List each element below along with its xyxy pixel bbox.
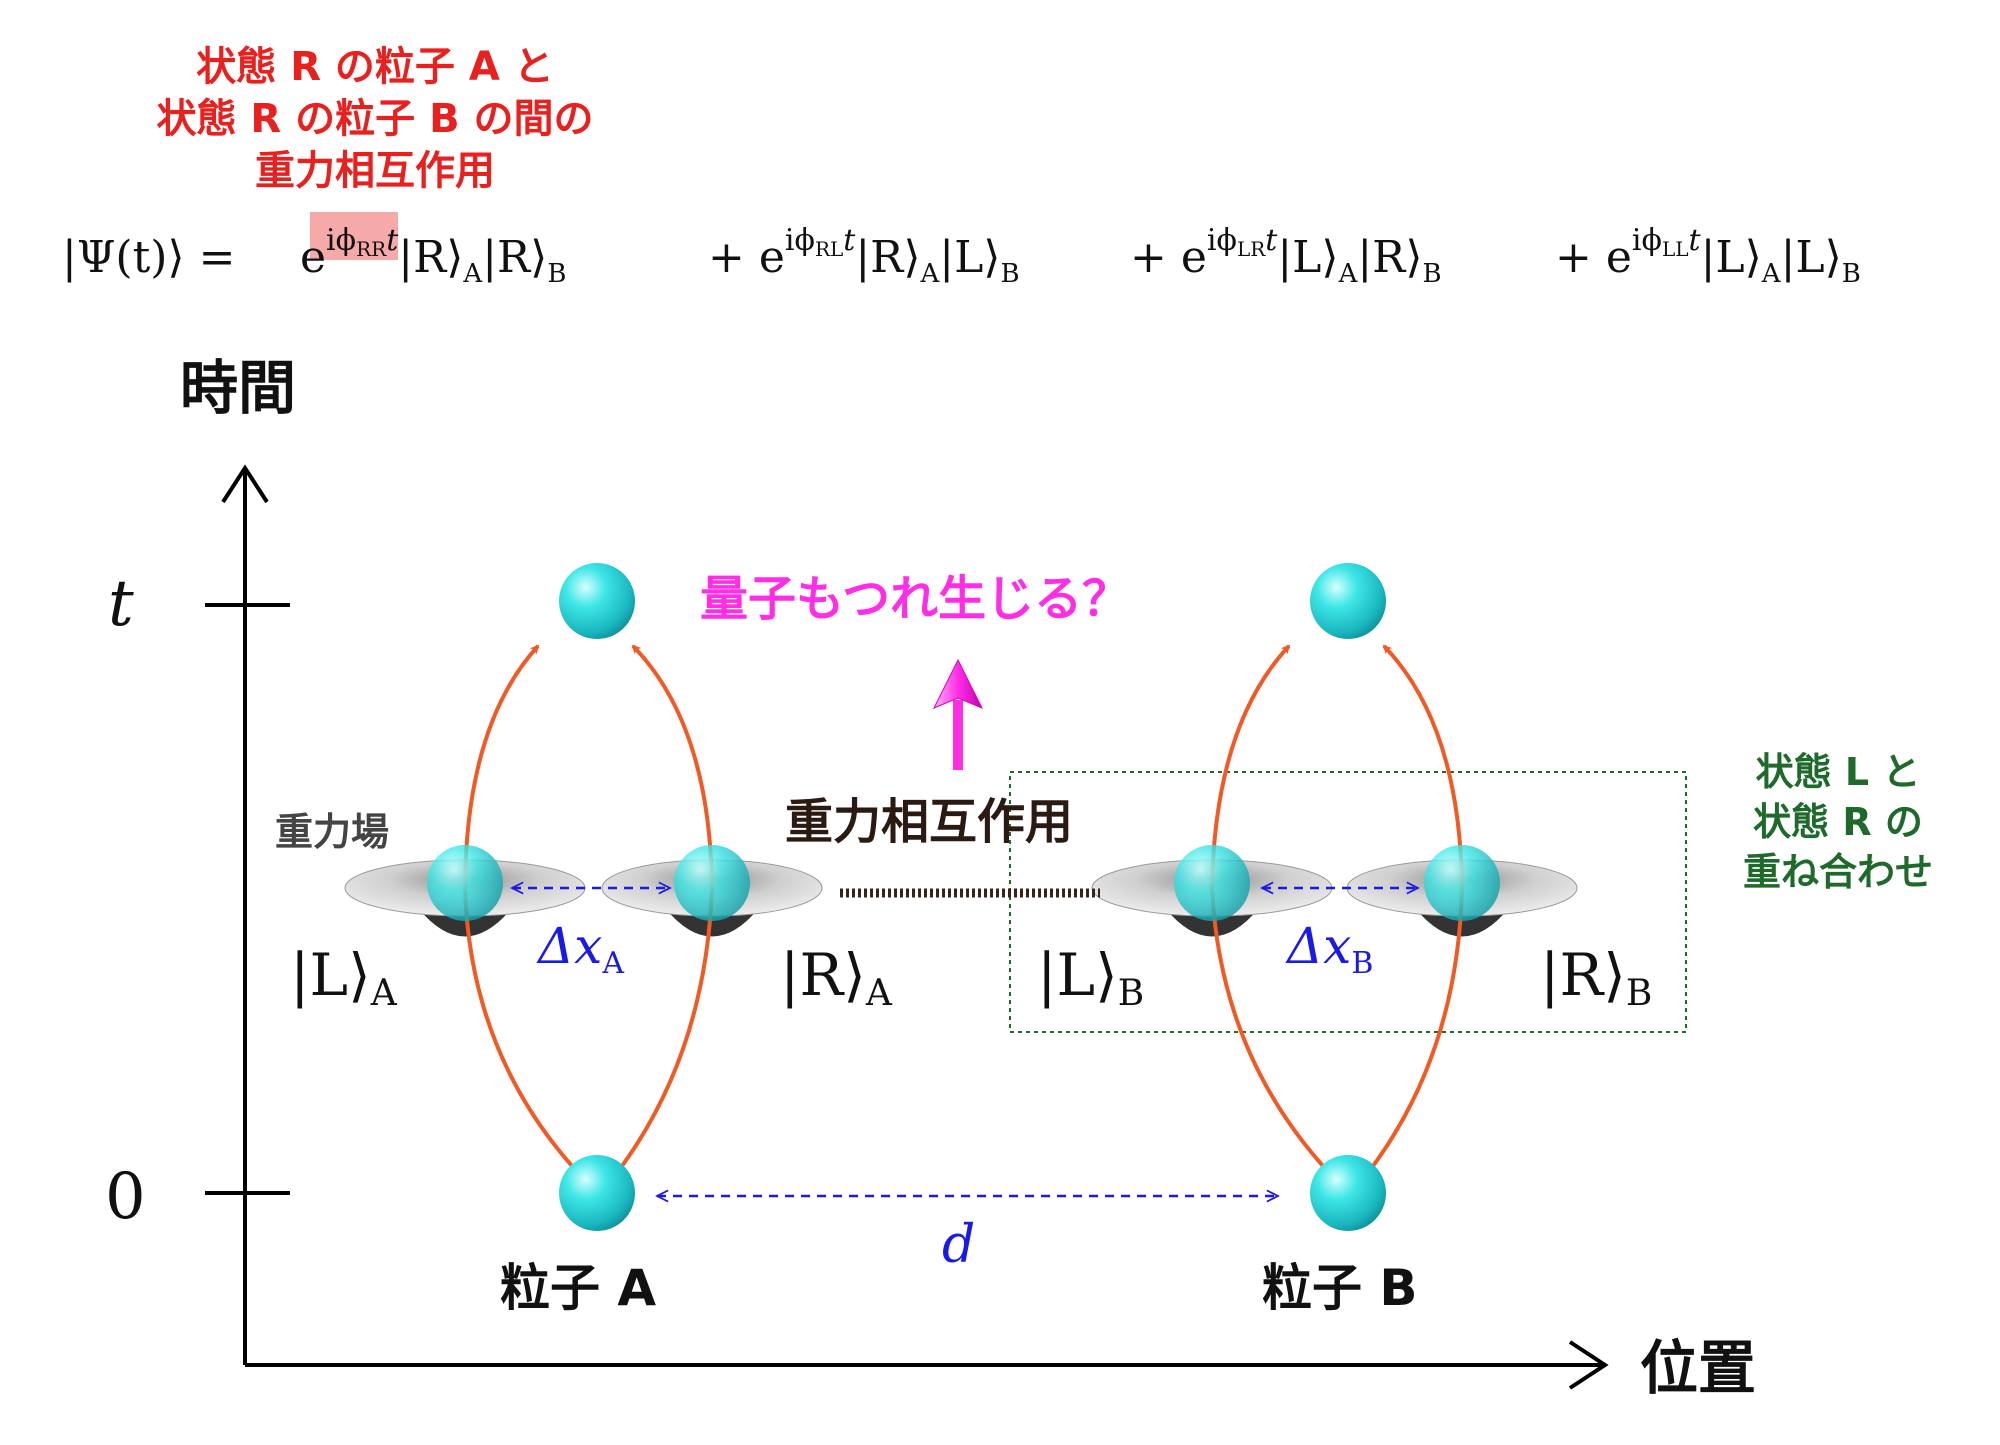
particle-a-label: 粒子 A [500, 1259, 656, 1317]
equation-term-1: eiϕRRt|R⟩A|R⟩B [300, 223, 566, 289]
path-b-left-lower [1210, 887, 1325, 1168]
particle-a-end [559, 563, 635, 639]
distance-label: d [942, 1215, 975, 1275]
particle-a-start [559, 1155, 635, 1231]
delta-xb-label: ΔxB [1285, 917, 1373, 981]
red-note: 状態 R の粒子 A と 状態 R の粒子 B の間の 重力相互作用 [157, 44, 594, 194]
particle-b-start [1310, 1155, 1386, 1231]
blue-labels: ΔxA ΔxB d [536, 917, 1373, 1275]
particles [427, 563, 1500, 1231]
blue-dashed-arrows [512, 888, 1418, 1196]
entanglement-arrow [932, 658, 984, 770]
particle-b-right [1424, 845, 1500, 921]
ket-ra: |R⟩A [780, 941, 893, 1014]
axes [205, 464, 1609, 1390]
tick-t-label: t [108, 567, 134, 641]
particle-paths [463, 644, 1464, 1168]
equation-term-3: + eiϕLRt|L⟩A|R⟩B [1130, 223, 1442, 289]
tick-0-label: 0 [105, 1160, 146, 1234]
path-a-left-lower [463, 887, 574, 1168]
red-note-line-1: 状態 R の粒子 A と [196, 44, 553, 90]
entanglement-label: 量子もつれ生じる？ [700, 571, 1130, 627]
x-axis-arrowhead [1568, 1340, 1609, 1390]
ket-rb: |R⟩B [1540, 941, 1652, 1014]
red-note-line-2: 状態 R の粒子 B の間の [157, 96, 594, 142]
equation-term-2: + eiϕRLt|R⟩A|L⟩B [708, 223, 1020, 289]
y-axis-label: 時間 [180, 354, 296, 422]
superposition-line-1: 状態 L と [1756, 750, 1921, 794]
ket-lb: |L⟩B [1037, 941, 1144, 1014]
superposition-box [1009, 771, 1687, 1033]
path-b-right-lower [1371, 887, 1464, 1168]
path-a-right-lower [620, 887, 714, 1168]
gravity-field-label: 重力場 [275, 810, 389, 854]
equation: |Ψ(t)⟩ = eiϕRRt|R⟩A|R⟩B + eiϕRLt|R⟩A|L⟩B +… [62, 223, 1861, 289]
equation-lhs: |Ψ(t)⟩ = [62, 232, 235, 283]
equation-highlight [310, 212, 398, 260]
gravity-interaction-label: 重力相互作用 [785, 794, 1073, 850]
particle-a-left [427, 845, 503, 921]
ket-la: |L⟩A [290, 941, 398, 1014]
particle-b-left [1174, 845, 1250, 921]
superposition-label: 状態 L と 状態 R の 重ね合わせ [1743, 750, 1933, 894]
x-axis-label: 位置 [1640, 1334, 1756, 1402]
gravity-wells [344, 859, 1578, 937]
y-axis-arrowhead [221, 464, 269, 504]
red-note-line-3: 重力相互作用 [255, 148, 495, 194]
particle-a-right [674, 845, 750, 921]
equation-terms: eiϕRRt|R⟩A|R⟩B + eiϕRLt|R⟩A|L⟩B + eiϕLRt|L… [300, 223, 1861, 289]
equation-term-4: + eiϕLLt|L⟩A|L⟩B [1555, 223, 1861, 289]
particle-b-end [1310, 563, 1386, 639]
delta-xa-label: ΔxA [536, 917, 624, 981]
superposition-line-2: 状態 R の [1753, 800, 1923, 844]
superposition-line-3: 重ね合わせ [1743, 850, 1933, 894]
particle-b-label: 粒子 B [1262, 1259, 1418, 1317]
